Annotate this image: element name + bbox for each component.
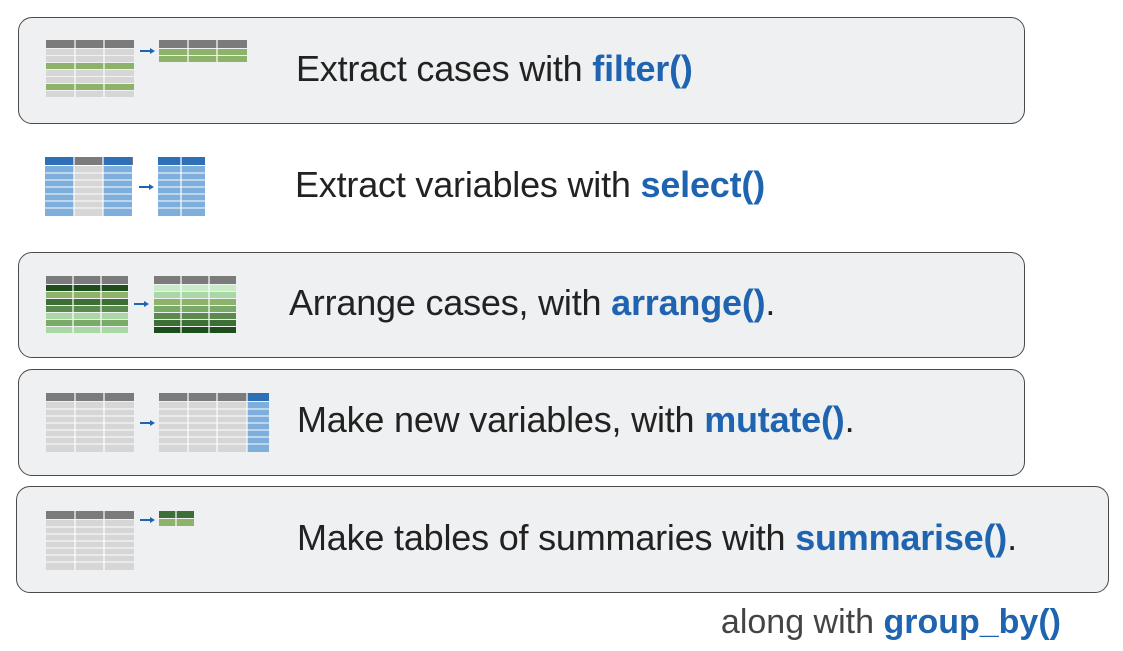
- select-label: Extract variables with select(): [295, 164, 766, 205]
- arrange-table-icon: [46, 276, 236, 333]
- mutate-row: Make new variables, with mutate().: [18, 369, 1025, 476]
- select-table-icon: [45, 157, 205, 216]
- filter-label: Extract cases with filter(): [296, 48, 693, 89]
- result-table: [158, 157, 205, 216]
- source-table: [45, 157, 133, 216]
- arrow-right-icon: [134, 301, 149, 307]
- select-row: Extract variables with select(): [18, 135, 1025, 242]
- source-table: [46, 511, 134, 570]
- filter-row: Extract cases with filter(): [18, 17, 1025, 124]
- summarise-label: Make tables of summaries with summarise(…: [297, 517, 1017, 558]
- mutate-label: Make new variables, with mutate().: [297, 399, 855, 440]
- source-table: [46, 40, 134, 97]
- summarise-row: Make tables of summaries with summarise(…: [16, 486, 1109, 593]
- group-by-function: group_by(): [883, 603, 1061, 641]
- mutate-function: mutate(): [704, 399, 845, 440]
- arrange-function: arrange(): [611, 282, 766, 323]
- arrange-row: Arrange cases, with arrange().: [18, 252, 1025, 358]
- source-table: [46, 393, 134, 452]
- result-table: [159, 40, 247, 62]
- summarise-table-icon: [46, 511, 194, 570]
- mutate-table-icon: [46, 393, 269, 452]
- group-by-note: along with group_by(): [720, 603, 1061, 641]
- filter-table-icon: [46, 40, 247, 97]
- arrow-right-icon: [139, 184, 154, 190]
- select-function: select(): [640, 164, 766, 205]
- arrow-right-icon: [140, 517, 155, 523]
- arrow-right-icon: [140, 420, 155, 426]
- result-table: [154, 276, 236, 333]
- summarise-function: summarise(): [795, 517, 1008, 558]
- result-table: [159, 393, 269, 452]
- arrow-right-icon: [140, 48, 155, 54]
- source-table: [46, 276, 128, 333]
- filter-function: filter(): [592, 48, 693, 89]
- result-table: [159, 511, 194, 526]
- arrange-label: Arrange cases, with arrange().: [289, 282, 776, 323]
